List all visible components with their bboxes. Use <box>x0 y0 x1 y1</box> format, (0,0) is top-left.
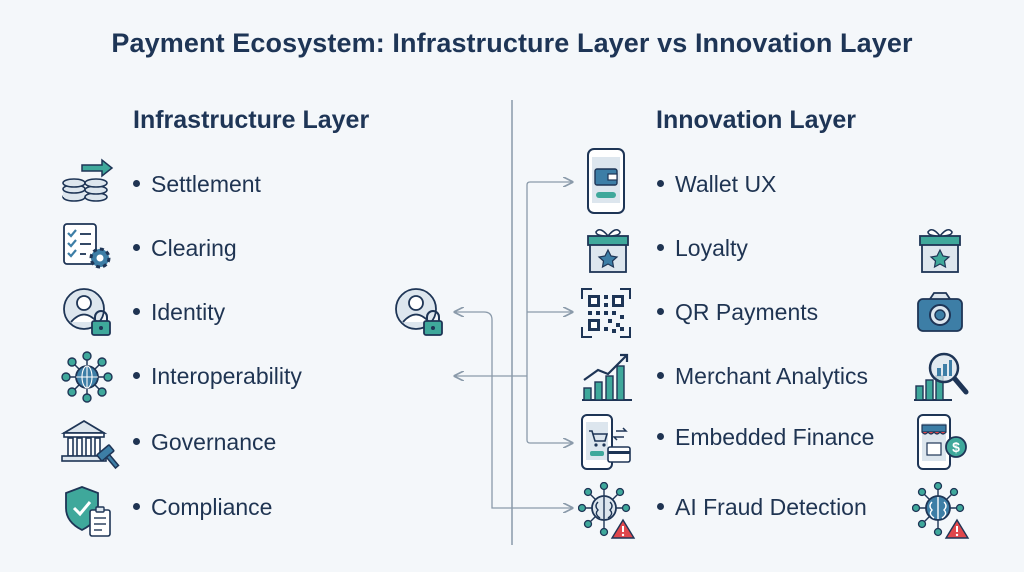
shield-check-document-icon <box>65 486 111 537</box>
gift-star-icon <box>587 228 629 273</box>
infra-item-identity: Identity <box>133 299 225 326</box>
connector-to-wallet-ux <box>526 182 572 380</box>
checklist-gear-icon <box>63 223 111 269</box>
storefront-phone-dollar-icon: $ <box>917 414 967 470</box>
infra-item-interoperability: Interoperability <box>133 363 302 390</box>
infrastructure-heading: Infrastructure Layer <box>133 106 370 134</box>
network-globe-icon <box>61 351 113 403</box>
camera-icon <box>917 292 963 332</box>
innov-item-wallet-ux: Wallet UX <box>657 171 776 198</box>
connector-to-identity <box>455 312 493 321</box>
innov-item-embedded-finance: Embedded Finance <box>657 424 874 451</box>
innov-item-ai-fraud-detection: AI Fraud Detection <box>657 494 867 521</box>
page-title: Payment Ecosystem: Infrastructure Layer … <box>111 28 913 58</box>
growth-chart-icon <box>582 353 632 401</box>
infra-item-settlement: Settlement <box>133 171 261 198</box>
connector-to-embedded-finance <box>526 380 572 443</box>
connector-to-ai-fraud <box>491 320 572 508</box>
brain-network-alert-icon <box>912 482 970 539</box>
infra-item-clearing: Clearing <box>133 235 237 262</box>
bank-gavel-icon <box>60 419 120 470</box>
infra-item-governance: Governance <box>133 429 276 456</box>
phone-wallet-icon <box>587 148 625 214</box>
analytics-magnifier-icon <box>914 352 969 401</box>
innov-item-qr-payments: QR Payments <box>657 299 818 326</box>
phone-cart-card-icon <box>581 414 631 470</box>
infra-item-compliance: Compliance <box>133 494 272 521</box>
innov-item-loyalty: Loyalty <box>657 235 748 262</box>
qr-code-icon <box>581 288 631 338</box>
innovation-heading: Innovation Layer <box>656 106 857 134</box>
innov-item-merchant-analytics: Merchant Analytics <box>657 363 868 390</box>
user-lock-icon <box>395 288 443 336</box>
user-lock-icon <box>63 288 111 336</box>
brain-network-alert-icon <box>578 482 636 539</box>
coins-transfer-icon <box>62 158 114 202</box>
svg-text:$: $ <box>952 439 960 455</box>
gift-star-icon <box>919 228 961 273</box>
